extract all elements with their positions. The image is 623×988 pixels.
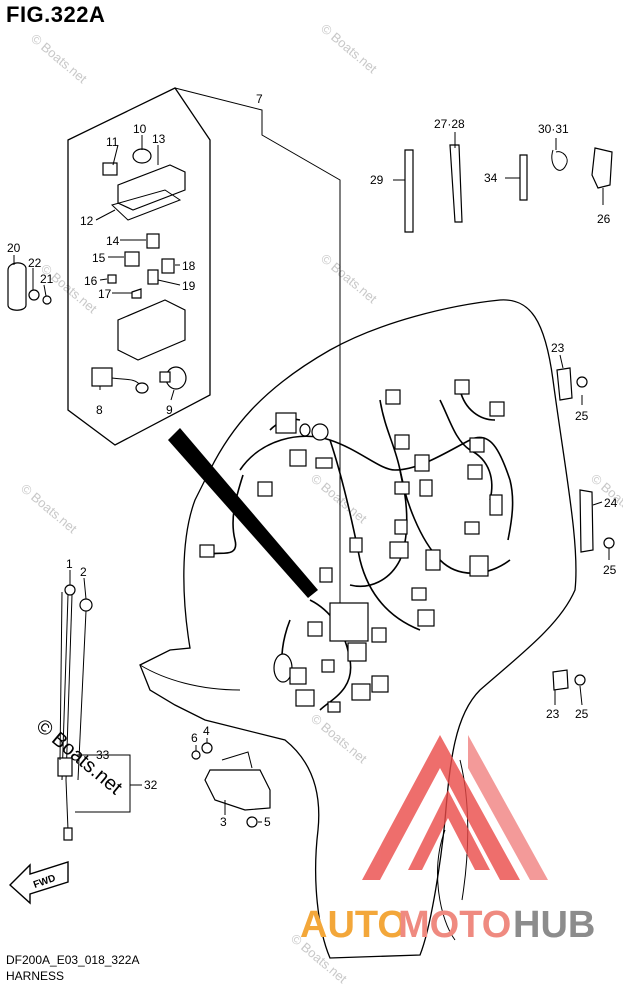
callout-34: 34 <box>484 171 498 185</box>
callout-labels: 7 11 10 13 12 14 15 16 17 18 19 8 9 20 2… <box>7 92 618 829</box>
part-25-mid <box>603 537 615 549</box>
part-21 <box>42 295 52 305</box>
part-23-lower <box>552 669 569 691</box>
callout-32: 32 <box>144 778 158 792</box>
part-34 <box>519 154 528 201</box>
callout-4: 4 <box>203 724 210 738</box>
part-24 <box>579 489 594 553</box>
callout-23-upper: 23 <box>551 341 565 355</box>
figure-name: HARNESS <box>6 969 65 983</box>
callout-7: 7 <box>256 92 263 106</box>
part-16 <box>107 274 117 284</box>
harness-connectors <box>199 379 505 713</box>
figure-title: FIG.322A <box>6 2 106 27</box>
part-8-cap <box>135 382 149 394</box>
part-12 <box>111 189 182 221</box>
part-26 <box>591 147 613 189</box>
callout-15: 15 <box>92 251 106 265</box>
bracket-parts <box>552 367 615 691</box>
part-17 <box>131 288 142 299</box>
fwd-arrow-icon: FWD <box>8 861 69 905</box>
fuse-box-body <box>117 299 186 361</box>
callout-26: 26 <box>597 212 611 226</box>
callout-16: 16 <box>84 274 98 288</box>
part-27-28 <box>449 144 463 223</box>
part-23-upper <box>556 367 573 401</box>
fuse-box-parts <box>91 148 187 394</box>
callout-25-upper: 25 <box>575 409 589 423</box>
callout-25-mid: 25 <box>603 563 617 577</box>
part-19 <box>147 269 159 285</box>
callout-29: 29 <box>370 173 384 187</box>
callout-12: 12 <box>80 214 94 228</box>
callout-11: 11 <box>106 135 119 149</box>
watermark: © Boats.net <box>318 251 380 307</box>
callout-30-31: 30·31 <box>538 122 569 136</box>
callout-leaders <box>13 132 610 823</box>
watermark-large: © Boats.net <box>32 715 127 799</box>
watermark: © Boats.net <box>308 711 370 767</box>
part-13 <box>117 164 186 211</box>
figure-code: DF200A_E03_018_322A <box>6 953 140 967</box>
callout-5: 5 <box>264 815 271 829</box>
callout-23-lower: 23 <box>546 707 560 721</box>
cowling-crease <box>437 829 456 941</box>
callout-8: 8 <box>96 403 103 417</box>
watermark: © Boats.net <box>28 31 90 87</box>
callout-25-lower: 25 <box>575 707 589 721</box>
part-29 <box>404 149 414 233</box>
part-25-upper <box>576 376 588 388</box>
callout-2: 2 <box>80 565 87 579</box>
part-30-31 <box>551 149 568 171</box>
part-8-strap <box>111 377 141 386</box>
callout-19: 19 <box>182 279 196 293</box>
watermark: © Boats.net <box>308 471 370 527</box>
svg-text:MOTO: MOTO <box>398 904 511 946</box>
part-22 <box>28 289 40 301</box>
boot-parts <box>7 262 52 311</box>
automotohub-logo <box>362 735 548 880</box>
cowling-crease <box>459 759 469 901</box>
engine-cowling <box>139 299 577 959</box>
callout-9: 9 <box>166 403 173 417</box>
callout-24: 24 <box>604 496 618 510</box>
callout-3: 3 <box>220 815 227 829</box>
callout-27-28: 27·28 <box>434 117 465 131</box>
callout-20: 20 <box>7 241 21 255</box>
battery-cables <box>57 584 93 841</box>
part-10 <box>132 148 152 164</box>
callout-14: 14 <box>106 234 120 248</box>
part-14 <box>146 233 160 249</box>
watermark: © Boats.net <box>318 21 380 77</box>
callout-6: 6 <box>191 731 198 745</box>
automotohub-wordmark: AUTO MOTO HUB <box>300 904 595 946</box>
callout-10: 10 <box>133 122 147 136</box>
clip-parts <box>404 144 613 233</box>
callout-17: 17 <box>98 287 112 301</box>
svg-text:HUB: HUB <box>513 904 595 946</box>
callout-22: 22 <box>28 256 42 270</box>
leader-line <box>174 87 341 620</box>
callout-33: 33 <box>96 748 110 762</box>
pointer-arrow <box>168 428 318 598</box>
watermark: © Boats.net <box>18 481 80 537</box>
cowling-lip <box>139 664 241 691</box>
part-25-lower <box>574 674 586 686</box>
lower-bracket <box>191 742 271 828</box>
part-9-stem <box>159 371 171 383</box>
part-11 <box>102 162 118 176</box>
watermark: © Boats.net <box>38 261 100 317</box>
callout-1: 1 <box>66 557 73 571</box>
part-20 <box>7 262 27 311</box>
callout-18: 18 <box>182 259 196 273</box>
part-8 <box>91 367 113 387</box>
callout-13: 13 <box>152 132 166 146</box>
callout-21: 21 <box>40 272 54 286</box>
svg-text:AUTO: AUTO <box>300 904 407 946</box>
part-15 <box>124 251 140 267</box>
part-18 <box>161 258 175 274</box>
